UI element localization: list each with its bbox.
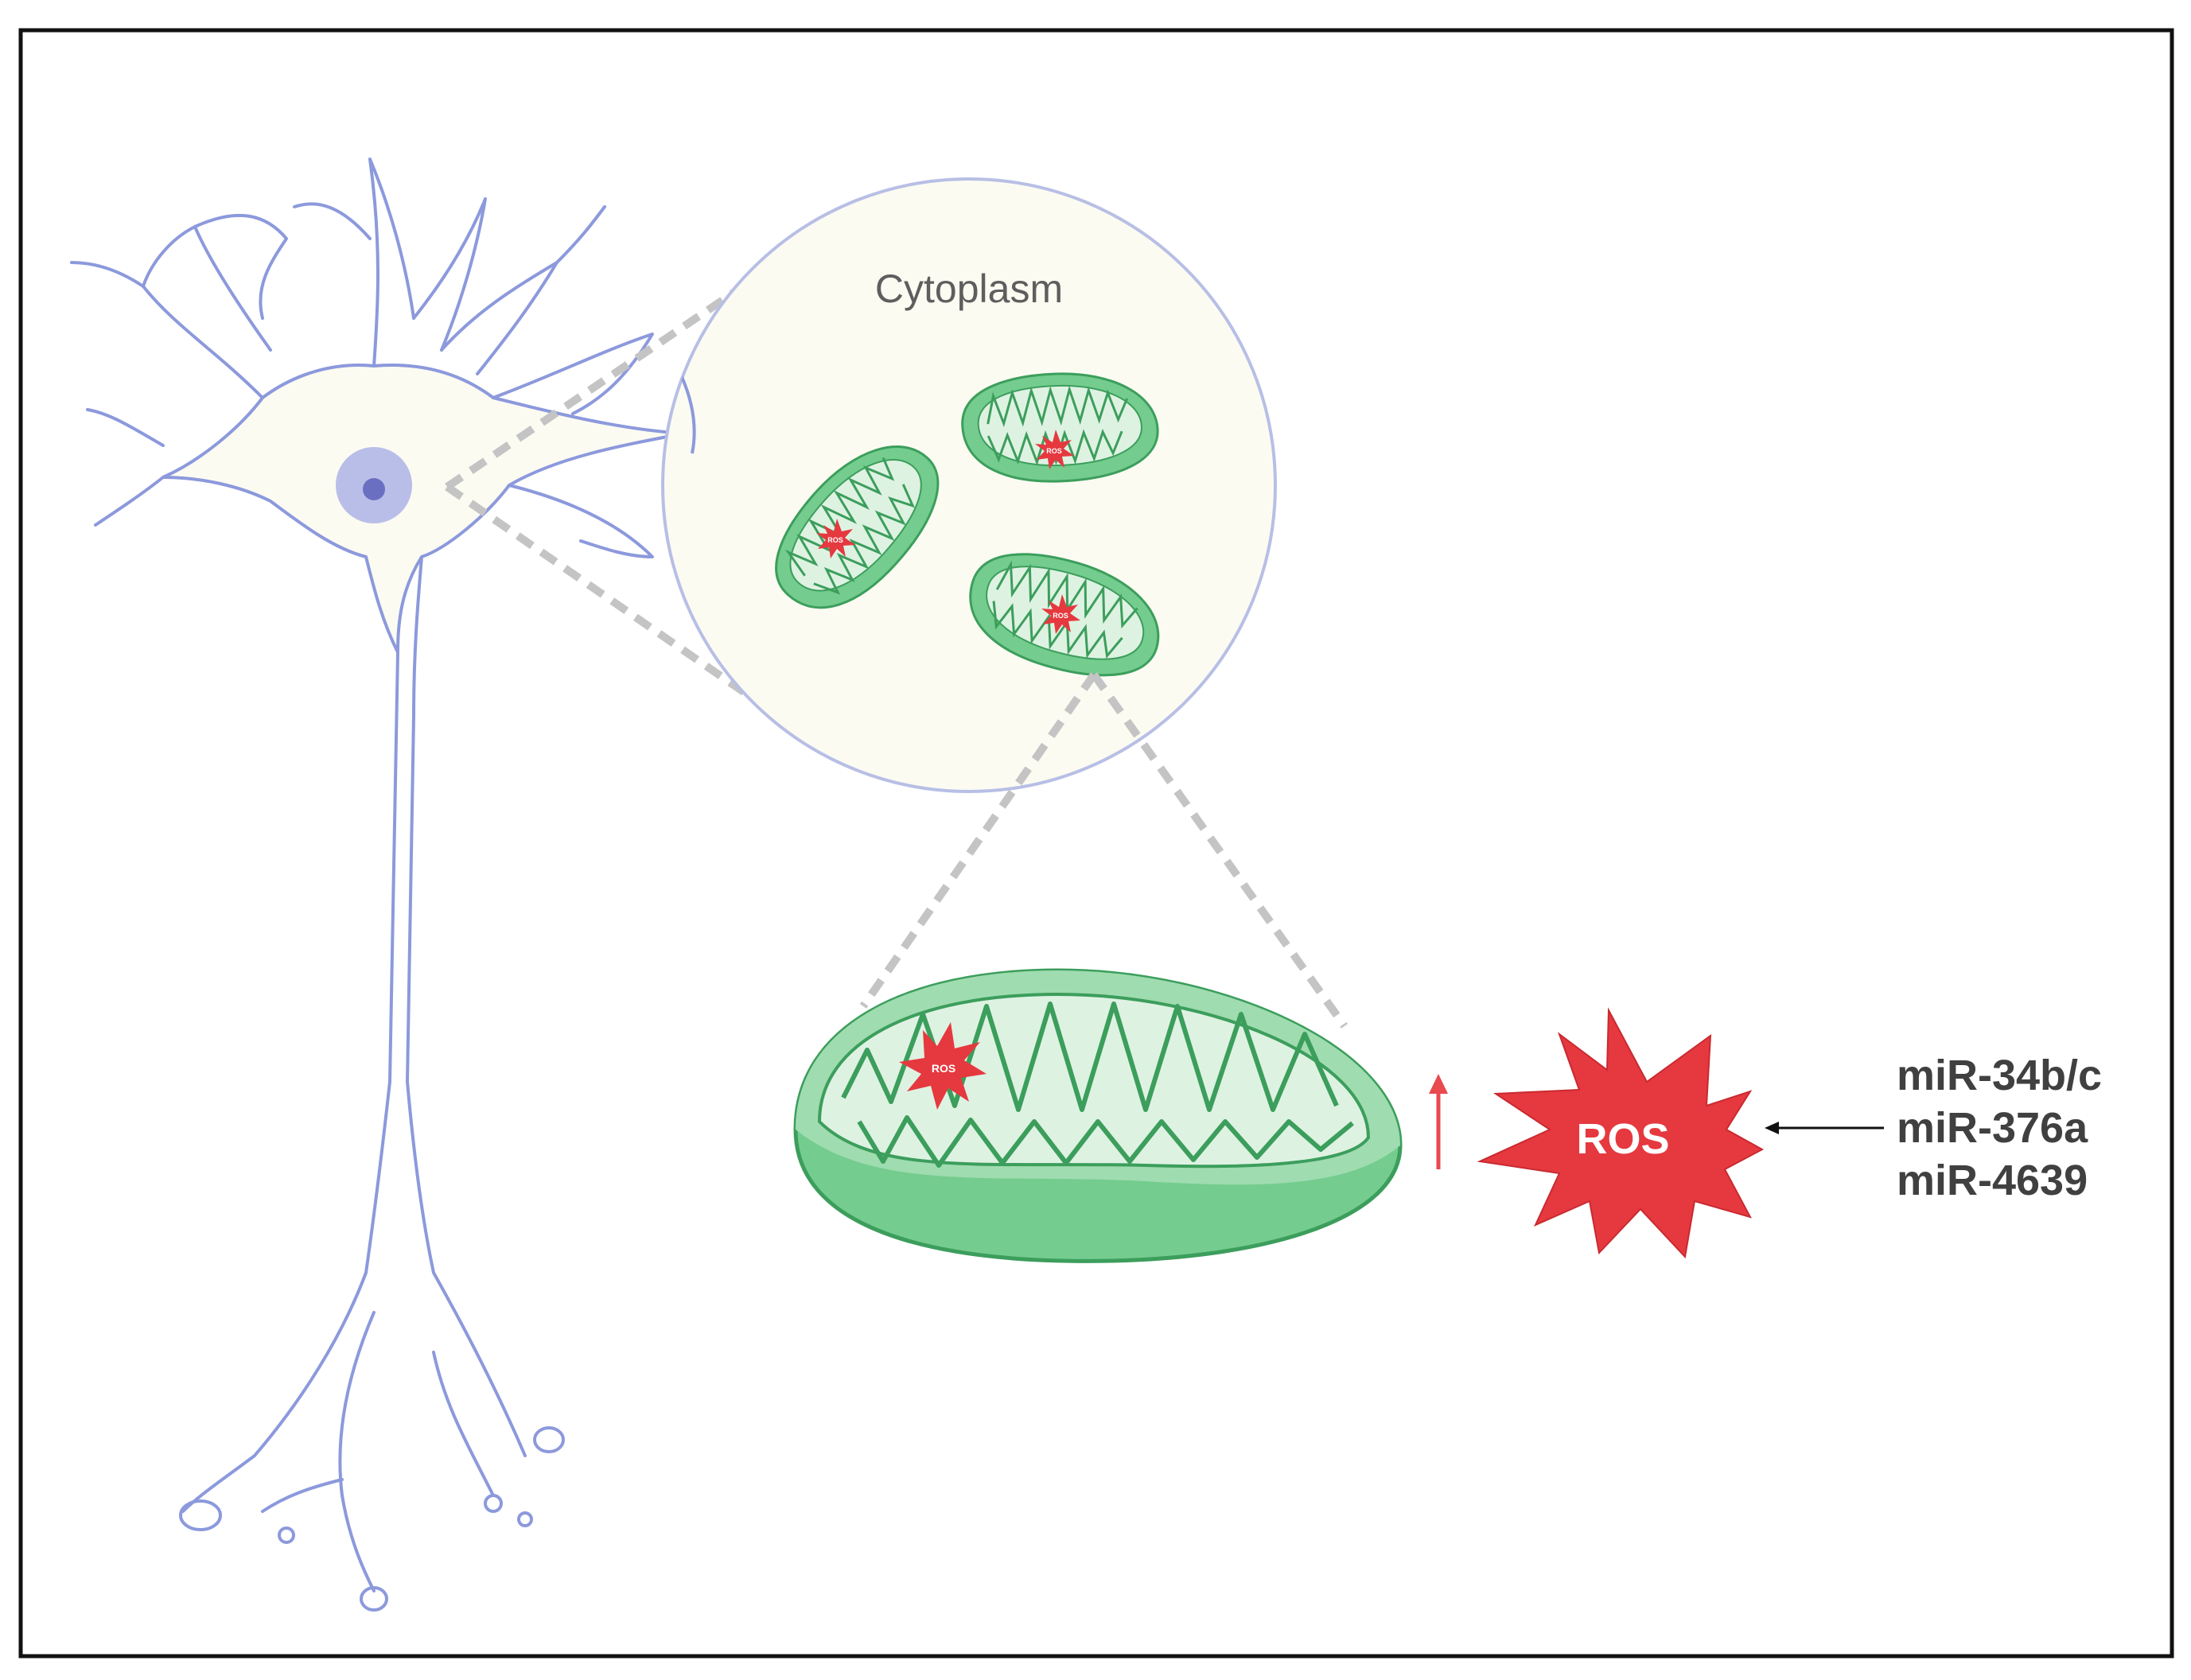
mitochondrion-large: ROS [793,968,1403,1263]
svg-text:ROS: ROS [1046,447,1062,455]
ros-burst-small-1: ROS [816,519,855,558]
axon-right [406,555,423,1083]
axon-bouton-4 [484,1494,503,1513]
svg-text:ROS: ROS [827,536,843,544]
neuron [70,158,845,1612]
axon-terminal-2 [406,1080,527,1457]
dendrite-13 [555,205,606,264]
ros-burst-large: ROS [1477,1007,1765,1259]
mirna-item: miR-34b/c [1897,1052,2102,1099]
mirna-item: miR-4639 [1897,1157,2088,1204]
svg-text:ROS: ROS [932,1062,955,1075]
increase-arrow-icon [1429,1074,1448,1169]
axon-left [388,651,399,1083]
axon-terminal-4 [432,1351,495,1497]
dendrite-1 [142,225,272,399]
dendrite-4 [94,476,165,527]
dendrite-5 [86,408,165,447]
mirna-item: miR-376a [1897,1104,2088,1152]
svg-text:ROS: ROS [1053,612,1068,620]
neuron-nucleus-inner [363,478,385,500]
neuron-soma [162,364,686,654]
axon-terminal-1 [181,1080,391,1513]
dendrite-9 [293,202,372,240]
axon-bouton-1 [179,1499,222,1531]
dendrite-7 [412,197,487,352]
ros-label: ROS [1576,1115,1669,1163]
dendrite-6 [368,158,415,368]
zoom-lines-cytoplasm [445,239,810,696]
cristae-upper [841,1001,1339,1112]
dendrite-2 [193,213,288,320]
axon-bouton-5 [517,1511,533,1527]
axon-bouton-2 [360,1586,388,1612]
dendrite-3 [70,261,145,288]
dendrite-10 [492,332,654,415]
axon-terminal-3 [338,1311,376,1592]
zoom-lines-mitochondrion [859,672,1348,1029]
axon-terminal-5 [261,1478,344,1513]
dendrite-12 [508,484,654,558]
ros-burst-medium: ROS [899,1022,987,1110]
cristae-lower [857,1115,1354,1168]
ros-burst-small-2: ROS [1035,430,1074,469]
cytoplasm-label: Cytoplasm [875,266,1063,311]
mirna-arrow-icon [1765,1122,1884,1134]
ros-burst-small-3: ROS [1041,594,1080,634]
axon-bouton-6 [278,1526,295,1544]
mirna-list: miR-34b/c miR-376a miR-4639 [1897,1052,2102,1204]
axon-bouton-3 [533,1426,565,1453]
